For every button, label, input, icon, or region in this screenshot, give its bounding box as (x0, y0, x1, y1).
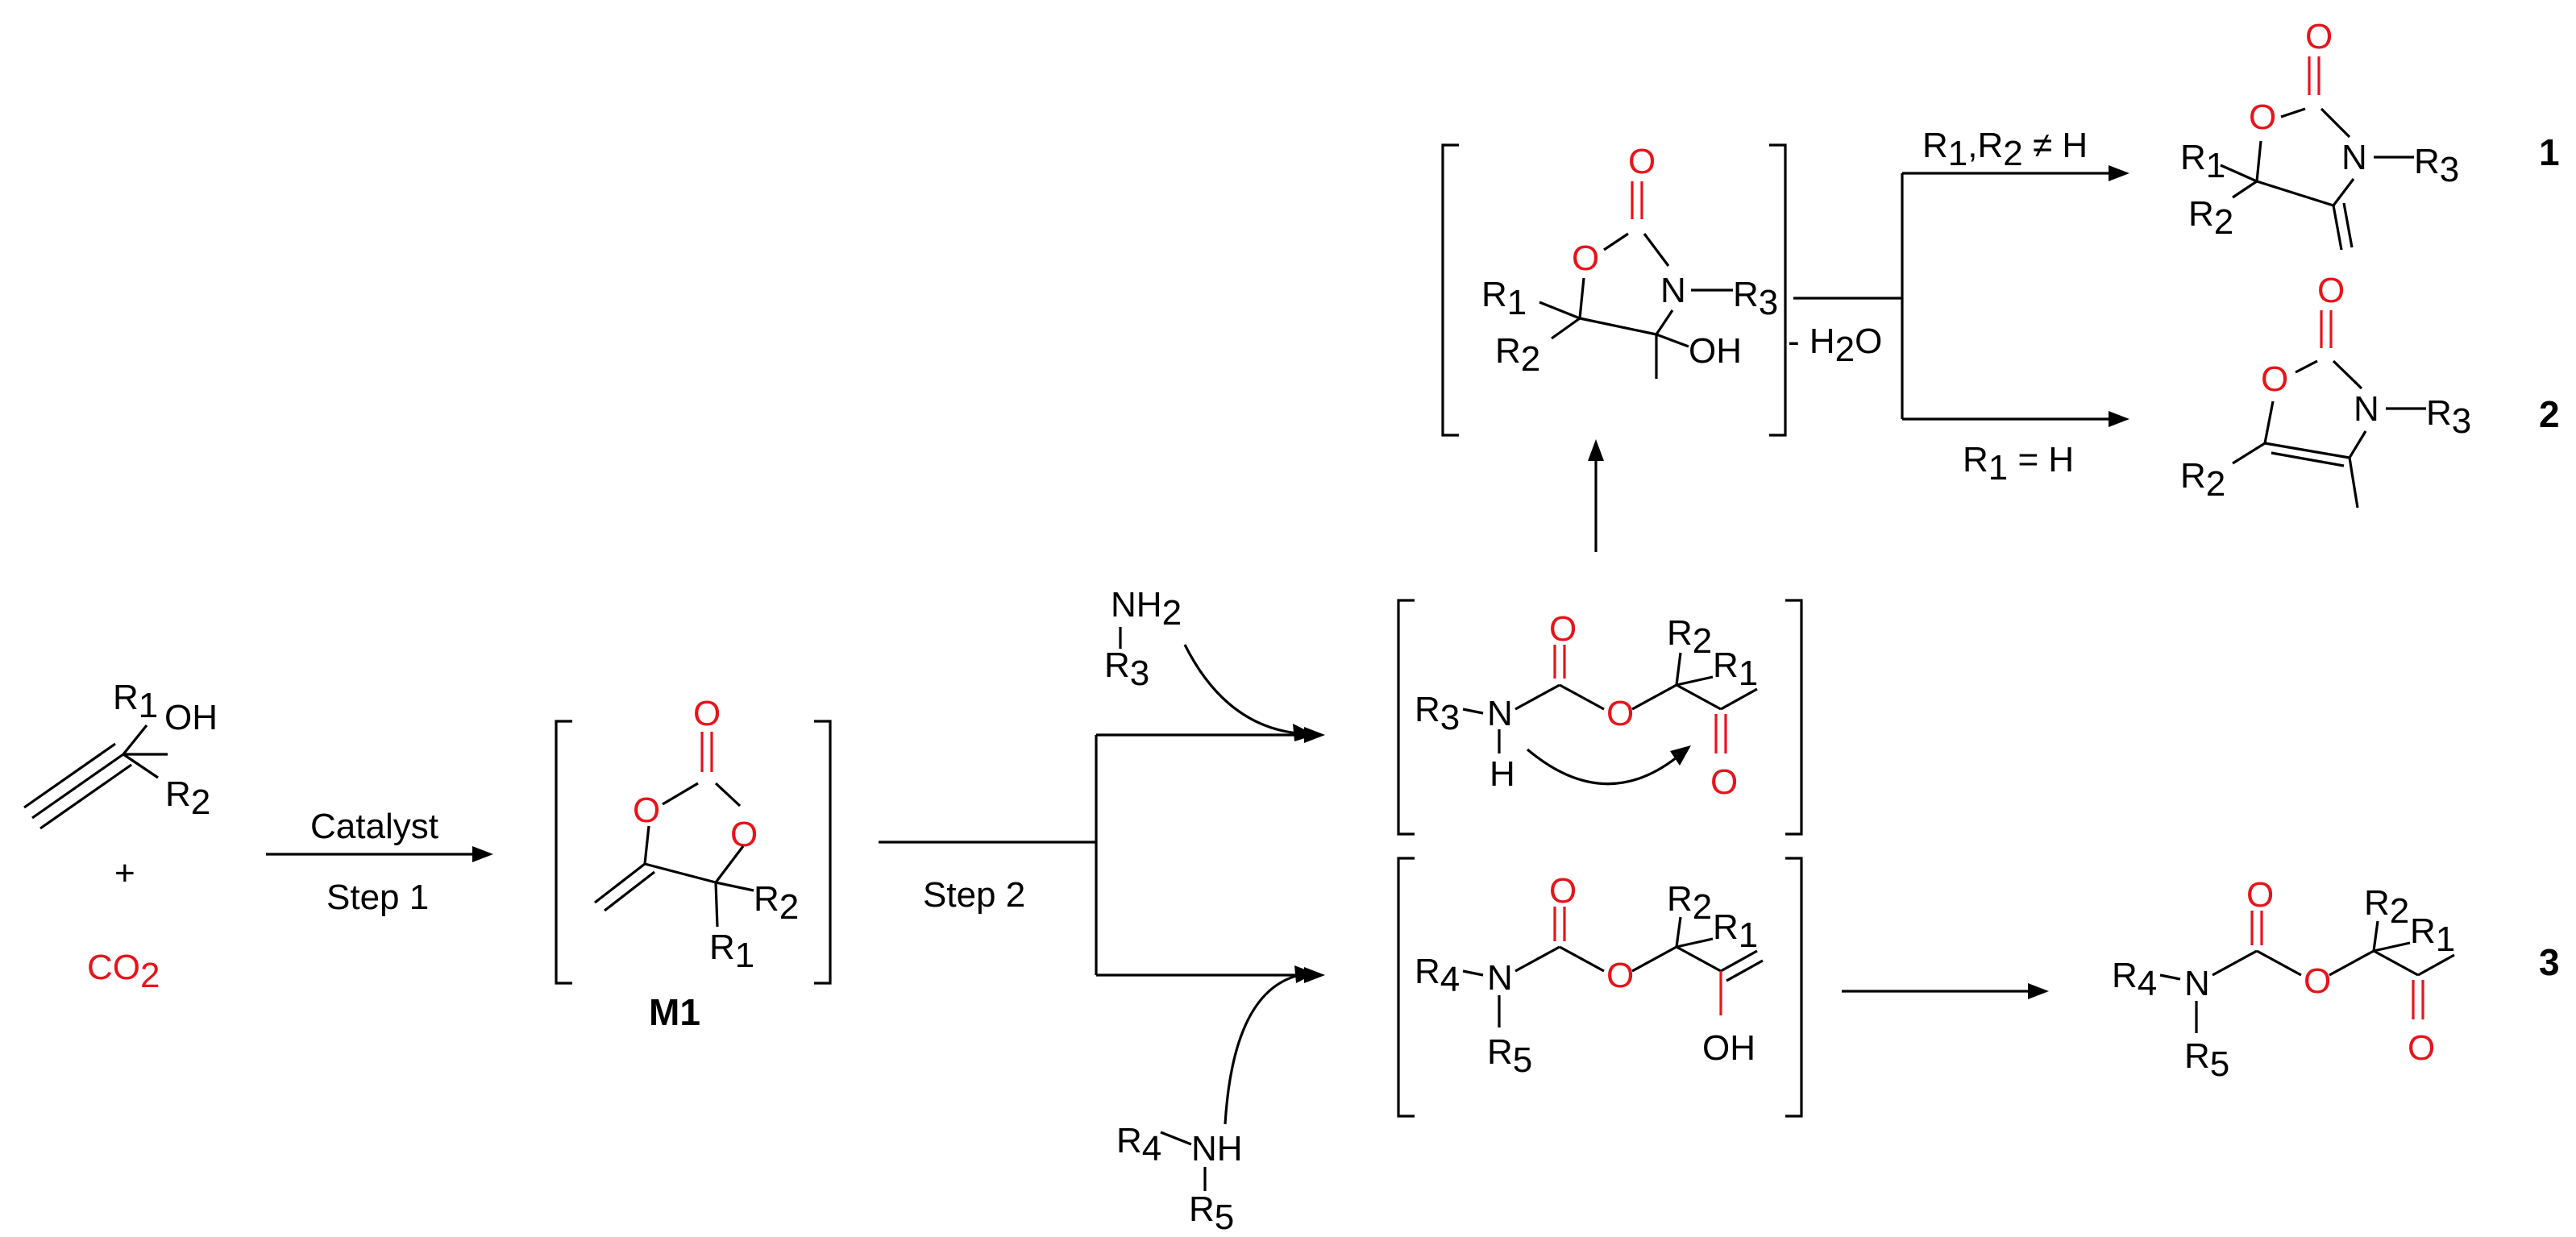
hi-carbonyl-o: O (1628, 142, 1656, 181)
ei-r2: R2 (1667, 879, 1712, 927)
hi-oh: OH (1689, 331, 1742, 371)
enol-intermediate: R4 N R5 O O R2 R1 OH (1397, 857, 1803, 1118)
p3-ketone-o: O (2408, 1028, 2435, 1068)
carbamate-intermediate: R3 N H O O R2 R1 O (1397, 599, 1803, 836)
p1-n: N (2341, 138, 2367, 177)
hydroxy-intermediate: O O N R3 R1 R2 OH (1441, 142, 1787, 437)
water-loss-label: - H2O (1788, 322, 1882, 369)
p3-r4: R4 (2112, 956, 2157, 1003)
p2-r3: R3 (2426, 393, 2471, 441)
p3-n: N (2184, 964, 2210, 1003)
condition-lower: R1 = H (1963, 440, 2074, 488)
product-3: R4 N R5 O O R2 R1 O 3 (2112, 875, 2560, 1084)
r5-label: R5 (1189, 1189, 1234, 1237)
p3-r1: R1 (2410, 911, 2455, 959)
step2-label: Step 2 (923, 875, 1025, 915)
p3-r5: R5 (2184, 1036, 2229, 1084)
ci-ester-o: O (1606, 694, 1634, 733)
r3-label: R3 (1104, 645, 1149, 693)
co2-label: CO2 (87, 948, 160, 995)
m1-ring-o-right: O (730, 815, 758, 854)
plus-sign: + (114, 853, 135, 893)
dehydration-branch (1793, 165, 2129, 427)
hi-n: N (1660, 271, 1686, 310)
hi-r3: R3 (1733, 275, 1778, 322)
ei-ester-o: O (1606, 956, 1634, 995)
step1-label: Step 1 (326, 878, 429, 917)
oh-label: OH (164, 698, 218, 737)
cyclization-arrow (1588, 439, 1604, 552)
catalyst-label: Catalyst (310, 807, 438, 846)
ci-h: H (1490, 754, 1515, 794)
ci-r1: R1 (1713, 645, 1758, 693)
p1-ring-o: O (2249, 98, 2276, 137)
r2-label: R2 (165, 774, 210, 822)
ci-n: N (1487, 694, 1513, 733)
product-3-number: 3 (2539, 941, 2560, 983)
ei-r4: R4 (1415, 952, 1460, 999)
ci-carbonyl-o: O (1549, 609, 1577, 649)
step1-arrow (266, 846, 493, 862)
m1-carbonyl-o: O (693, 694, 721, 733)
p1-r3: R3 (2414, 142, 2459, 189)
p3-carbonyl-o: O (2246, 875, 2274, 915)
ei-carbonyl-o: O (1549, 871, 1577, 911)
propargylic-alcohol: R1 OH R2 (23, 678, 218, 830)
p2-ring-o: O (2261, 359, 2288, 399)
ei-oh: OH (1702, 1028, 1755, 1068)
tautomerization-arrow (1842, 983, 2049, 999)
r1-label: R1 (113, 678, 158, 725)
ci-r3: R3 (1415, 690, 1460, 737)
ei-r1: R1 (1713, 907, 1758, 955)
p1-carbonyl-o: O (2305, 17, 2333, 56)
p2-n: N (2354, 389, 2379, 429)
ci-ketone-o: O (1710, 762, 1738, 802)
m1-r1: R1 (709, 928, 754, 975)
hi-ring-o: O (1572, 239, 1599, 278)
m1-ring-o-left: O (633, 791, 660, 830)
r4-label: R4 (1116, 1121, 1161, 1169)
p3-ester-o: O (2304, 961, 2331, 1001)
intermediate-m1: O O O R2 R1 M1 (555, 694, 832, 1033)
condition-upper: R1,R2 ≠ H (1922, 126, 2088, 173)
ei-r5: R5 (1487, 1032, 1532, 1080)
hi-r2: R2 (1495, 331, 1540, 379)
product-1: O O N R3 R1 R2 1 (2180, 17, 2560, 251)
secondary-amine: R4 NH R5 (1116, 965, 1315, 1237)
p2-carbonyl-o: O (2317, 271, 2345, 310)
product-1-number: 1 (2539, 131, 2560, 173)
p3-r2: R2 (2364, 883, 2409, 931)
m1-label: M1 (649, 991, 700, 1033)
ci-r2: R2 (1667, 613, 1712, 661)
p1-r2: R2 (2188, 194, 2233, 242)
m1-r2: R2 (754, 879, 799, 927)
nh-label: NH (1191, 1129, 1243, 1169)
product-2: O O N R3 R2 2 (2180, 271, 2560, 508)
ei-n: N (1487, 958, 1513, 998)
hi-r1: R1 (1481, 275, 1527, 322)
p1-r1: R1 (2180, 138, 2225, 185)
p2-r2: R2 (2180, 456, 2225, 504)
primary-amine: NH2 R3 (1104, 585, 1315, 741)
product-2-number: 2 (2539, 393, 2560, 435)
step2-branch (879, 727, 1325, 983)
nh2-label: NH2 (1111, 585, 1182, 633)
